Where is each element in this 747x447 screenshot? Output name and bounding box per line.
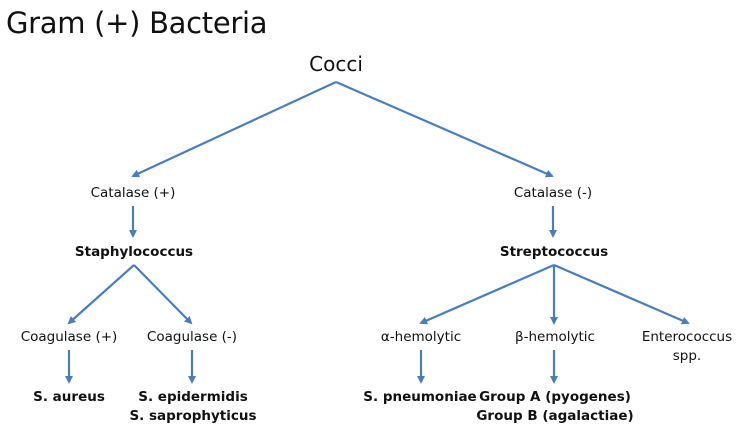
node-staphylococcus: Staphylococcus — [74, 244, 194, 260]
enterococcus-line-1: Enterococcus — [641, 329, 733, 345]
node-enterococcus: Enterococcus spp. — [642, 328, 732, 366]
node-coagulase-positive: Coagulase (+) — [20, 329, 118, 345]
node-coagulase-negative: Coagulase (-) — [146, 329, 238, 345]
node-s-epidermidis: S. epidermidis — [138, 389, 248, 405]
node-alpha-hemolytic: α-hemolytic — [380, 329, 462, 345]
enterococcus-line-2: spp. — [672, 348, 702, 364]
node-beta-species: Group A (pyogenes) Group B (agalactiae) — [476, 388, 633, 426]
node-catalase-positive: Catalase (+) — [90, 185, 176, 201]
edge-streptococcus-to-alpha-hemolytic — [419, 263, 555, 325]
edge-root-to-catalase-neg — [335, 80, 554, 178]
node-s-pneumoniae: S. pneumoniae — [363, 389, 477, 405]
node-coag-neg-species: S. epidermidis S. saprophyticus — [129, 388, 256, 426]
node-group-b: Group B (agalactiae) — [476, 408, 634, 424]
node-cocci: Cocci — [309, 52, 363, 76]
node-group-a: Group A (pyogenes) — [479, 389, 631, 405]
diagram-title: Gram (+) Bacteria — [6, 6, 268, 40]
edge-root-to-catalase-pos — [131, 81, 337, 178]
node-s-saprophyticus: S. saprophyticus — [129, 408, 257, 424]
edge-staphylococcus-to-coagulase-pos — [67, 264, 135, 325]
node-s-aureus: S. aureus — [33, 389, 105, 405]
edge-streptococcus-to-enterococcus — [553, 263, 690, 325]
node-beta-hemolytic: β-hemolytic — [515, 329, 595, 345]
node-streptococcus: Streptococcus — [499, 244, 609, 260]
node-catalase-negative: Catalase (-) — [513, 185, 593, 201]
edge-staphylococcus-to-coagulase-neg — [133, 264, 193, 325]
